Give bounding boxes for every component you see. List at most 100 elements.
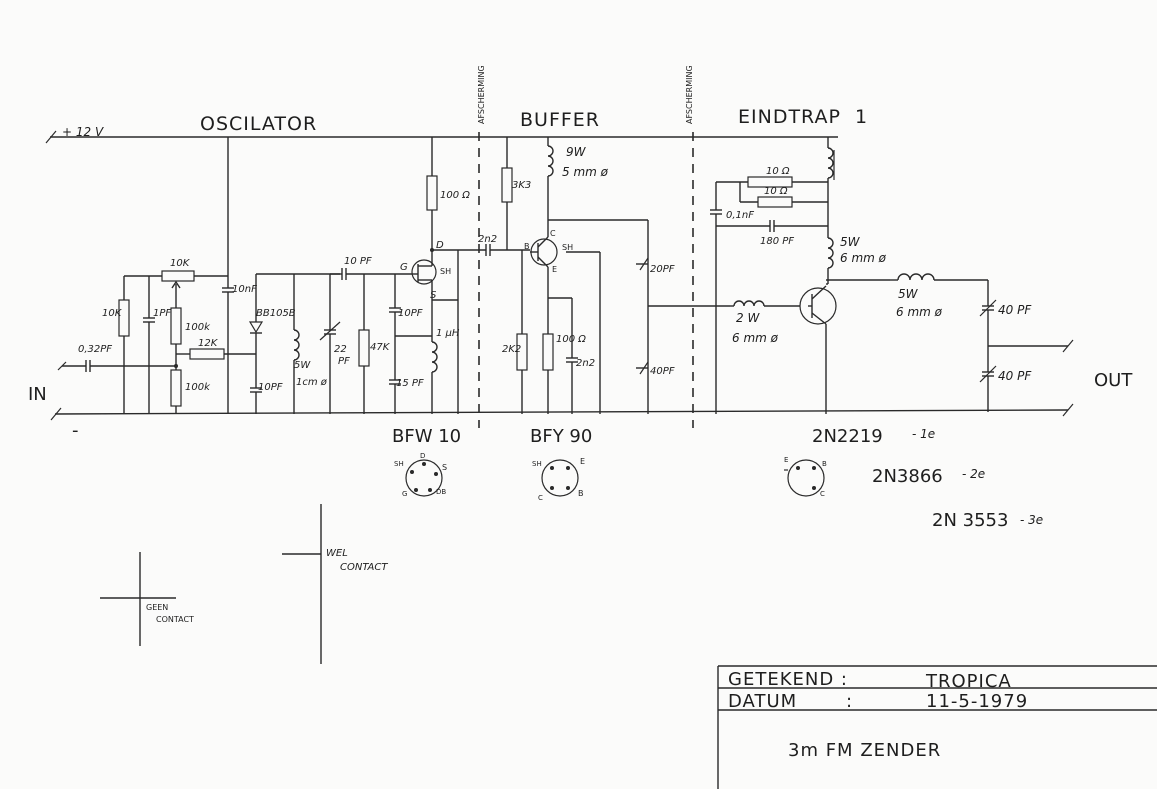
trimmer-22pf: 22 PF bbox=[319, 274, 350, 414]
transistor-label-bfy90: BFY 90 bbox=[530, 426, 592, 447]
svg-text:PF: PF bbox=[338, 356, 350, 367]
resistor-3k3: 3K3 bbox=[501, 137, 531, 250]
trimmer-40pf-buffer: 40PF bbox=[636, 361, 675, 377]
capacitor-10pf-coupling: 10 PF bbox=[330, 256, 412, 280]
resistor-12k: 12K bbox=[176, 338, 256, 360]
svg-text:2K2: 2K2 bbox=[502, 344, 521, 355]
capacitor-10pf-source: 10PF bbox=[389, 274, 423, 380]
svg-text:15 PF: 15 PF bbox=[396, 378, 424, 389]
svg-text:100k: 100k bbox=[185, 382, 211, 393]
capacitor-1pf: 1PF bbox=[143, 276, 171, 414]
svg-text:180 PF: 180 PF bbox=[760, 236, 794, 247]
capacitor-0-1nf: 0,1nF bbox=[710, 209, 754, 414]
svg-text:10PF: 10PF bbox=[258, 382, 283, 393]
capacitor-2n2-buffer: 2n2 bbox=[566, 298, 595, 414]
capacitor-10nf: 10nF bbox=[222, 137, 257, 414]
section-buffer: BUFFER bbox=[520, 109, 600, 131]
svg-text:1cm ø: 1cm ø bbox=[296, 377, 328, 388]
svg-text:C: C bbox=[820, 490, 825, 498]
coil-5w-output: 5W 6 mm ø bbox=[890, 273, 988, 319]
svg-text:C: C bbox=[538, 494, 543, 502]
svg-text:10PF: 10PF bbox=[398, 308, 423, 319]
minus-label: - bbox=[72, 420, 79, 441]
svg-text:D: D bbox=[436, 240, 444, 251]
svg-text:1PF: 1PF bbox=[153, 308, 171, 319]
coil-5w-final: 5W 6 mm ø bbox=[827, 235, 887, 284]
svg-text:B: B bbox=[578, 489, 584, 498]
svg-text:SH: SH bbox=[532, 460, 542, 468]
svg-text:10 PF: 10 PF bbox=[344, 256, 372, 267]
coil-5w: 5W 1cm ø bbox=[293, 274, 328, 414]
output-label: OUT bbox=[1094, 370, 1133, 391]
ground-rail bbox=[50, 403, 1074, 421]
section-final-stage-number: 1 bbox=[855, 106, 868, 128]
date-label: DATUM bbox=[728, 691, 797, 712]
potentiometer-10k: 10K bbox=[161, 258, 228, 308]
svg-text:10K: 10K bbox=[170, 258, 191, 269]
svg-text:40 PF: 40 PF bbox=[998, 303, 1032, 317]
resistor-100ohm-buffer: 100 Ω bbox=[542, 298, 586, 414]
pinout-bfy90: SH E C B bbox=[532, 457, 585, 502]
trimmer-40pf-out-b: 40 PF bbox=[979, 365, 1032, 383]
svg-text:10 Ω: 10 Ω bbox=[766, 166, 790, 177]
legend-no-contact: GEEN CONTACT bbox=[100, 552, 194, 646]
svg-text:5W: 5W bbox=[898, 287, 919, 301]
drawing-title: 3m FM ZENDER bbox=[788, 740, 941, 761]
svg-text:B: B bbox=[524, 242, 530, 251]
svg-text:- 1e: - 1e bbox=[912, 427, 935, 441]
input-label: IN bbox=[28, 384, 47, 405]
svg-text:10K: 10K bbox=[102, 308, 123, 319]
svg-text:100 Ω: 100 Ω bbox=[440, 190, 470, 201]
svg-text:E: E bbox=[784, 456, 788, 464]
trimmer-20pf: 20PF bbox=[636, 257, 675, 275]
transistor-label-bfw10: BFW 10 bbox=[392, 426, 461, 447]
title-block: GETEKEND : TROPICA DATUM : 11-5-1979 3m … bbox=[717, 665, 1157, 789]
svg-text:9W: 9W bbox=[566, 145, 587, 159]
svg-text:40 PF: 40 PF bbox=[998, 369, 1032, 383]
svg-text:6 mm ø: 6 mm ø bbox=[732, 331, 779, 345]
svg-text:2n2: 2n2 bbox=[576, 358, 595, 369]
svg-text:2 W: 2 W bbox=[736, 311, 760, 325]
drawn-by-label: GETEKEND : bbox=[728, 669, 848, 690]
svg-text:3K3: 3K3 bbox=[512, 180, 531, 191]
svg-text:CONTACT: CONTACT bbox=[156, 615, 194, 624]
input-cap-label: 0,32PF bbox=[78, 344, 112, 355]
svg-text:- 2e: - 2e bbox=[962, 467, 985, 481]
svg-text:2n2: 2n2 bbox=[478, 234, 497, 245]
svg-text:D: D bbox=[420, 452, 425, 460]
svg-text:WEL: WEL bbox=[326, 548, 348, 559]
coil-2w: 2 W 6 mm ø bbox=[730, 300, 808, 345]
svg-text:E: E bbox=[552, 265, 557, 274]
resistor-10ohm-a: 10 Ω bbox=[747, 166, 793, 188]
section-final-stage: EINDTRAP bbox=[738, 106, 841, 128]
svg-text:1 µH: 1 µH bbox=[436, 328, 460, 339]
svg-text:E: E bbox=[580, 457, 585, 466]
supply-label: + 12 V bbox=[62, 125, 104, 139]
shield-line-1: AFSCHERMING bbox=[477, 65, 486, 428]
svg-text:10nF: 10nF bbox=[232, 284, 257, 295]
svg-text:- 3e: - 3e bbox=[1020, 513, 1043, 527]
svg-text:5 mm ø: 5 mm ø bbox=[562, 165, 609, 179]
svg-text:22: 22 bbox=[334, 344, 347, 355]
transistor-final bbox=[799, 285, 837, 325]
svg-text:47K: 47K bbox=[370, 342, 391, 353]
drawn-by-value: TROPICA bbox=[925, 671, 1012, 692]
resistor-47k: 47K bbox=[358, 274, 391, 414]
fet-bfw10: G D S SH bbox=[400, 240, 451, 301]
svg-text:6 mm ø: 6 mm ø bbox=[840, 251, 887, 265]
transistor-label-t5: 2N 3553 bbox=[932, 510, 1008, 531]
svg-text:100 Ω: 100 Ω bbox=[556, 334, 586, 345]
transistor-label-t4: 2N3866 bbox=[872, 466, 943, 487]
svg-text:SH: SH bbox=[440, 267, 451, 276]
svg-text:SH: SH bbox=[562, 243, 573, 252]
svg-text:S: S bbox=[430, 290, 437, 301]
svg-text:C: C bbox=[550, 229, 556, 238]
svg-text:AFSCHERMING: AFSCHERMING bbox=[685, 65, 694, 124]
section-oscillator: OSCILATOR bbox=[200, 113, 317, 135]
pinout-bfw10: SH D S G DB bbox=[394, 452, 447, 498]
svg-text:40PF: 40PF bbox=[650, 366, 675, 377]
pinout-t3: E B C bbox=[784, 456, 827, 498]
svg-text:10 Ω: 10 Ω bbox=[764, 186, 788, 197]
transistor-bfy90: B C E SH bbox=[524, 229, 573, 274]
